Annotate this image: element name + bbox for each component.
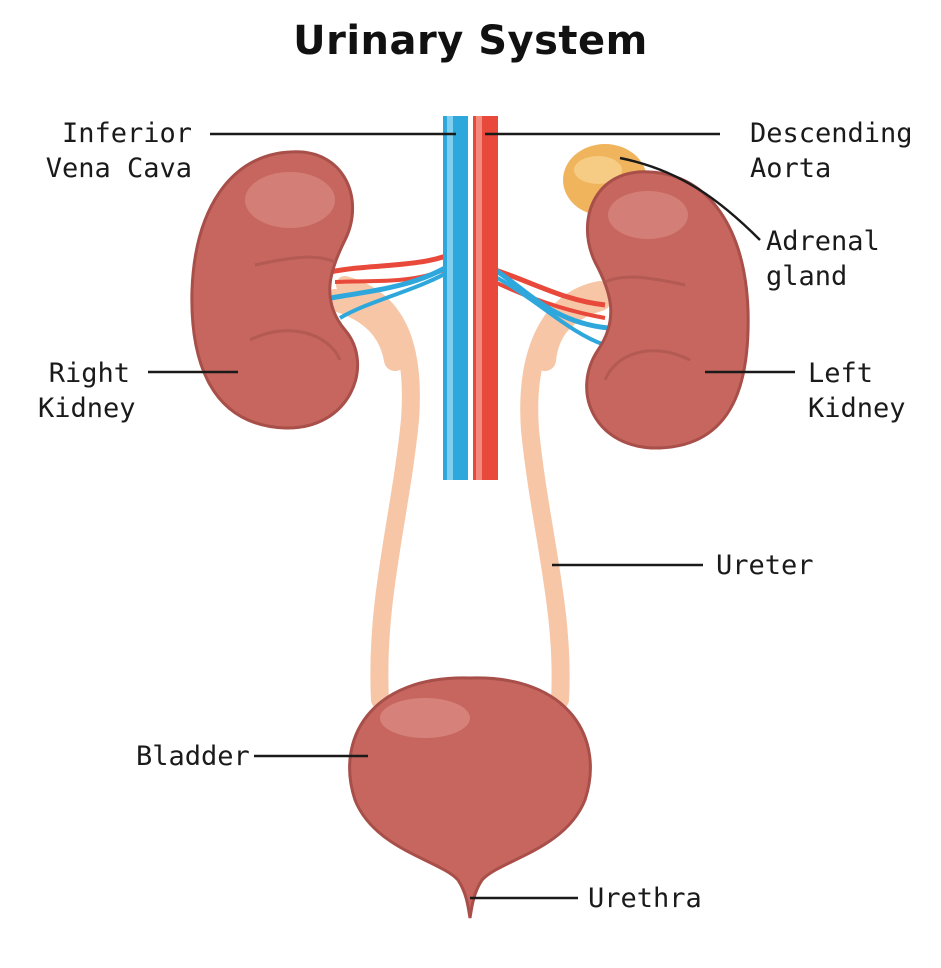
left-kidney — [585, 170, 750, 450]
leader-lines — [148, 132, 795, 900]
label-bladder: Bladder — [136, 741, 250, 772]
right-kidney — [190, 150, 360, 430]
label-adrenal-gland: Adrenal gland — [766, 226, 880, 292]
label-ureter: Ureter — [716, 550, 814, 581]
label-right-kidney: Right Kidney — [38, 358, 136, 424]
label-left-kidney: Left Kidney — [808, 358, 906, 424]
bladder — [348, 676, 592, 919]
label-inferior-vena-cava: Inferior Vena Cava — [45, 118, 192, 184]
great-vessels — [443, 116, 498, 480]
label-descending-aorta: Descending Aorta — [750, 118, 913, 184]
diagram-title: Urinary System — [293, 18, 648, 64]
label-urethra: Urethra — [588, 883, 702, 914]
